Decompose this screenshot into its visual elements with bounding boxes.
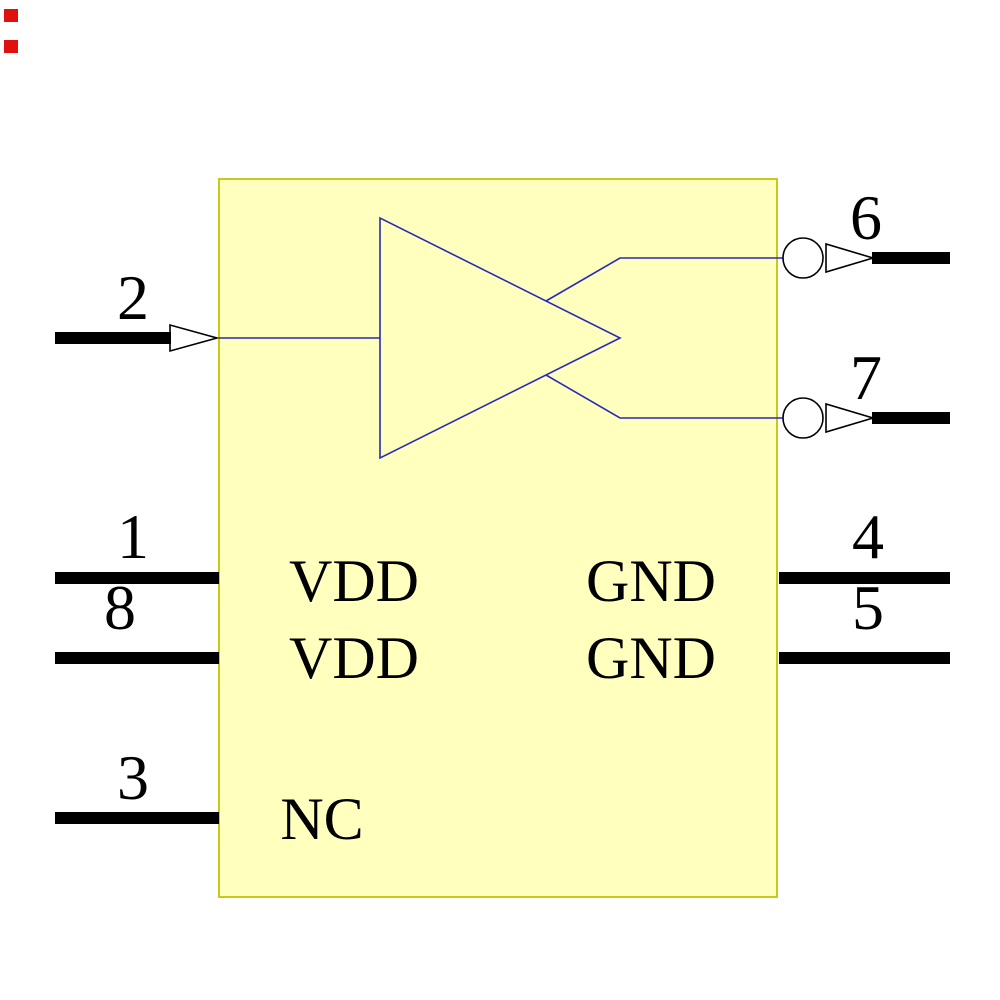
- pin-number-8: 8: [104, 572, 136, 643]
- pin-number-6: 6: [850, 182, 882, 253]
- label-vdd-bottom: VDD: [289, 625, 419, 691]
- pin-number-1: 1: [117, 501, 149, 572]
- pin-stub-2: [55, 332, 171, 344]
- pin-stub-6: [872, 252, 950, 264]
- pin-stub-3: [55, 812, 219, 824]
- label-vdd-top: VDD: [289, 548, 419, 614]
- pin-number-4: 4: [852, 501, 884, 572]
- label-gnd-bottom: GND: [586, 625, 716, 691]
- output-bubble-icon: [782, 397, 824, 439]
- red-marker: [4, 9, 18, 22]
- red-marker: [4, 40, 18, 53]
- pin-number-2: 2: [117, 262, 149, 333]
- input-arrow-icon: [169, 323, 221, 353]
- pin-stub-1: [55, 572, 219, 584]
- label-gnd-top: GND: [586, 548, 716, 614]
- label-nc: NC: [280, 786, 364, 852]
- pin-stub-5: [779, 652, 950, 664]
- output-bubble-icon: [782, 237, 824, 279]
- pin-number-5: 5: [852, 572, 884, 643]
- pin-number-7: 7: [850, 342, 882, 413]
- pin-number-3: 3: [117, 742, 149, 813]
- pin-stub-7: [872, 412, 950, 424]
- pin-stub-8: [55, 652, 219, 664]
